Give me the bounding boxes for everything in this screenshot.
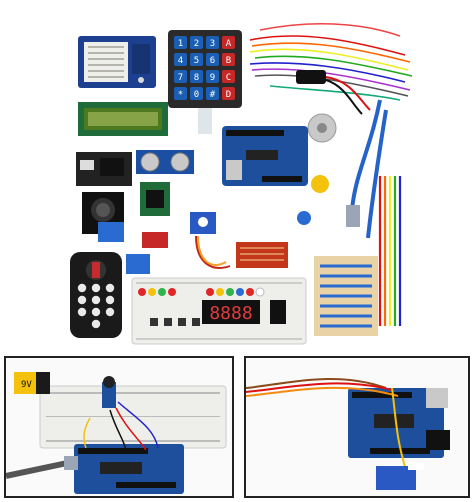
usb-cable-inset xyxy=(6,456,78,479)
inset-servo-setup xyxy=(244,356,470,498)
keypad-key-label: B xyxy=(226,56,231,66)
kit-components-photo: 1 2 3 A 4 5 6 B 7 8 9 C * 0 # D xyxy=(70,22,413,345)
servo-wires xyxy=(246,378,407,471)
keypad-key-label: 2 xyxy=(194,39,199,49)
yellow-dc-motor xyxy=(311,175,329,193)
keypad-key-label: * xyxy=(178,90,183,100)
keypad-key xyxy=(206,53,219,66)
water-level-sensor xyxy=(236,242,288,268)
keypad-key xyxy=(222,53,235,66)
keypad-key-label: 9 xyxy=(210,73,215,83)
battery-label: 9V xyxy=(21,380,32,390)
seven-segment-display: 8888 xyxy=(202,300,286,324)
wires-inset xyxy=(83,401,159,451)
keypad-key xyxy=(222,36,235,49)
keypad-key-label: 8 xyxy=(194,73,199,83)
sound-sensor xyxy=(142,232,168,248)
buttons-row xyxy=(150,318,200,326)
keypad-key xyxy=(174,36,187,49)
arduino-uno-inset2 xyxy=(348,388,450,458)
keypad-key xyxy=(174,87,187,100)
lcd-1602-module xyxy=(78,102,168,136)
keypad-key xyxy=(206,36,219,49)
dht-sensor xyxy=(98,222,124,242)
keypad-key-label: 1 xyxy=(178,39,183,49)
keypad-key-label: D xyxy=(226,90,231,100)
servo-cable xyxy=(195,235,231,269)
relay-module xyxy=(126,254,150,274)
resistor-pack xyxy=(314,256,378,336)
inset-breadboard-setup: 9V xyxy=(4,356,234,498)
keypad-key xyxy=(222,87,235,100)
keypad-key xyxy=(174,70,187,83)
keypad-key xyxy=(222,70,235,83)
microphone-module xyxy=(102,376,116,408)
keypad-key-label: A xyxy=(226,39,232,49)
keypad-key-label: # xyxy=(210,90,216,100)
keypad-key-label: C xyxy=(226,73,231,83)
remote-key xyxy=(105,295,115,305)
keypad-key xyxy=(190,70,203,83)
seven-segment-text: 8888 xyxy=(209,303,252,324)
ic-chip-board xyxy=(140,182,170,216)
keypad-key-label: 6 xyxy=(210,56,215,66)
remote-key xyxy=(105,307,115,317)
remote-key xyxy=(91,319,101,329)
battery-9v: 9V xyxy=(14,372,50,394)
keypad-key xyxy=(190,87,203,100)
remote-key xyxy=(77,307,87,317)
keypad-key-label: 3 xyxy=(210,39,215,49)
keypad-key-label: 4 xyxy=(178,56,183,66)
potentiometer xyxy=(297,211,311,225)
remote-key xyxy=(91,283,101,293)
keypad-key-label: 0 xyxy=(194,90,199,100)
keypad-key-label: 5 xyxy=(194,56,199,66)
servo-motor-small xyxy=(190,212,216,234)
led-row xyxy=(138,287,265,297)
arduino-uno-inset xyxy=(74,444,184,494)
stepper-motor xyxy=(307,113,337,143)
arduino-uno-board xyxy=(222,126,308,186)
servo-motor-inset xyxy=(376,462,424,490)
prototype-shield xyxy=(78,36,156,88)
power-supply-module xyxy=(76,152,132,186)
jumper-wire-bundle xyxy=(249,22,413,101)
keypad-key xyxy=(206,87,219,100)
keypad-key xyxy=(190,53,203,66)
remote-key xyxy=(91,295,101,305)
remote-key xyxy=(77,283,87,293)
keypad-key xyxy=(206,70,219,83)
ir-remote xyxy=(70,252,122,338)
usb-cable xyxy=(346,99,388,239)
ultrasonic-sensor xyxy=(136,150,194,174)
keypad-key-label: 7 xyxy=(178,73,183,83)
keypad-key xyxy=(190,36,203,49)
remote-key xyxy=(91,307,101,317)
remote-key xyxy=(77,295,87,305)
keypad-key xyxy=(174,53,187,66)
membrane-keypad: 1 2 3 A 4 5 6 B 7 8 9 C * 0 # D xyxy=(168,30,242,134)
breadboard xyxy=(39,385,227,449)
jumper-wires-vertical xyxy=(378,176,402,326)
battery-snap-connector xyxy=(296,70,371,115)
remote-key xyxy=(105,283,115,293)
